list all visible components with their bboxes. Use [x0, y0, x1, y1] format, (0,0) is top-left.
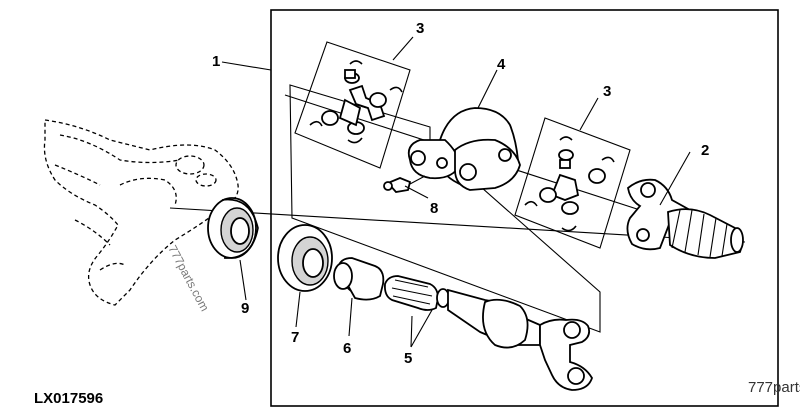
- part-4-coupler: [407, 107, 521, 191]
- shaft-section-panel: [289, 84, 601, 333]
- callout-3-left: 3: [416, 20, 424, 37]
- watermark-left: 777parts.com: [165, 243, 211, 314]
- part-9-seal: [207, 197, 259, 259]
- part-8-fitting: [383, 175, 426, 193]
- figure-id: LX017596: [34, 390, 103, 407]
- callout-5: 5: [404, 350, 412, 367]
- part-3-cross-kit-right: [514, 117, 631, 249]
- part-7-seal: [277, 224, 333, 292]
- callout-4: 4: [497, 56, 506, 73]
- part-2-yoke: [626, 178, 744, 259]
- callout-6: 6: [343, 340, 351, 357]
- callout-8: 8: [430, 200, 438, 217]
- axle-housing: [43, 119, 239, 306]
- watermark-right: 777parts.com: [748, 379, 800, 396]
- leader-lines: [221, 36, 691, 348]
- callout-2: 2: [701, 142, 709, 159]
- part-5-shaft: [383, 275, 593, 391]
- callout-7: 7: [291, 329, 299, 346]
- part-6-bushing: [333, 257, 385, 301]
- callout-9: 9: [241, 300, 249, 317]
- assembly-frame: [270, 9, 779, 407]
- callout-3-right: 3: [603, 83, 611, 100]
- part-3-cross-kit-left: [294, 41, 411, 169]
- callout-1: 1: [212, 53, 220, 70]
